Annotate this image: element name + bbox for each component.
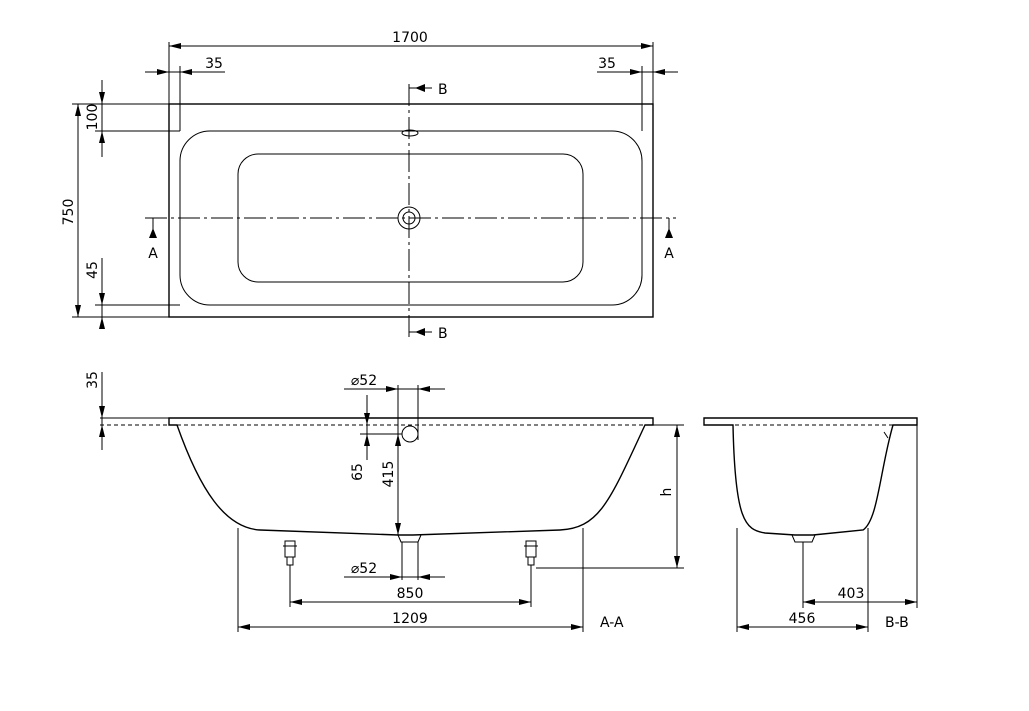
dim-415-arrow-t — [395, 434, 401, 446]
dim-456-arrow-l — [737, 624, 749, 630]
dim-100-arrow-t — [99, 92, 105, 104]
section-bb-label: B-B — [885, 615, 909, 631]
dim-section-b-offset: 403 — [838, 586, 865, 602]
dim-1209-arrow-r — [571, 624, 583, 630]
section-aa-label: A-A — [600, 615, 624, 631]
dim-end-wall: 100 — [85, 104, 101, 131]
dim-overflow-drop: 65 — [350, 463, 366, 481]
dim-1700-arrow-l — [169, 43, 181, 49]
dim-h-arrow-b — [674, 556, 680, 568]
foot-left — [283, 540, 297, 566]
dim-403-arrow-l — [803, 599, 815, 605]
dim-35-left-arrow-a — [157, 69, 169, 75]
dim-750-arrow-t — [75, 104, 81, 116]
dim-35-right-arrow-b — [653, 69, 665, 75]
tub-section-b-body — [703, 417, 918, 536]
section-b-bottom-arrow — [415, 328, 425, 336]
dim-overflow-diam-arrow-r — [418, 386, 430, 392]
dim-850-arrow-r — [519, 599, 531, 605]
dim-rim-height-arrow-t — [99, 406, 105, 418]
dim-waste-diam-arrow-l — [390, 574, 402, 580]
dim-overflow-to-waste: 415 — [381, 461, 397, 488]
section-a-left-label: A — [148, 246, 158, 262]
dim-850-arrow-l — [290, 599, 302, 605]
dim-feet-spacing: 850 — [397, 586, 424, 602]
dim-403-arrow-r — [905, 599, 917, 605]
section-a-right-label: A — [664, 246, 674, 262]
dim-750-arrow-b — [75, 305, 81, 317]
dim-h-arrow-t — [674, 425, 680, 437]
dim-rim-right: 35 — [598, 56, 616, 72]
dim-total-height: h — [659, 488, 675, 497]
section-a-left-arrow — [149, 228, 157, 238]
dim-side-wall: 45 — [85, 261, 101, 279]
dim-45-arrow-t — [99, 293, 105, 305]
dim-35-right-arrow-a — [630, 69, 642, 75]
overflow-hole — [401, 129, 419, 137]
tub-outer-rim — [168, 103, 654, 318]
dim-rim-height: 35 — [85, 371, 101, 389]
foot-right — [524, 540, 538, 566]
section-bb-view: 403 456 B-B — [703, 417, 918, 632]
dim-waste-diam-arrow-r — [418, 574, 430, 580]
overflow-outlet — [401, 425, 419, 443]
dim-415-arrow-b — [395, 523, 401, 535]
section-b-top-label: B — [438, 82, 448, 98]
section-b-waste — [791, 534, 816, 543]
section-b-bottom-label: B — [438, 326, 448, 342]
dim-overall-width: 750 — [61, 199, 77, 226]
dim-bottom-length: 1209 — [392, 611, 428, 627]
section-aa-view: 35 ⌀52 65 415 h ⌀52 850 — [85, 371, 684, 632]
dim-overflow-diameter: ⌀52 — [351, 373, 377, 389]
dim-456-arrow-r — [856, 624, 868, 630]
dim-overflow-diam-arrow-l — [386, 386, 398, 392]
dim-45-arrow-b — [99, 317, 105, 329]
dim-1209-arrow-l — [238, 624, 250, 630]
foot-right-body — [525, 540, 537, 558]
dim-100-arrow-b — [99, 131, 105, 143]
dim-section-b-bottom: 456 — [789, 611, 816, 627]
foot-left-body — [284, 540, 296, 558]
dim-overall-length: 1700 — [392, 30, 428, 46]
waste-outlet — [397, 534, 422, 543]
dim-35-left-arrow-b — [180, 69, 192, 75]
section-b-top-arrow — [415, 84, 425, 92]
dim-waste-diameter: ⌀52 — [351, 561, 377, 577]
foot-right-base — [527, 556, 535, 566]
dim-rim-left: 35 — [205, 56, 223, 72]
dim-1700-arrow-r — [641, 43, 653, 49]
dim-rim-height-arrow-b — [99, 425, 105, 437]
section-a-right-arrow — [665, 228, 673, 238]
foot-left-base — [286, 556, 294, 566]
dim-65-arrow-b — [364, 434, 370, 446]
dim-65-arrow-t — [364, 413, 370, 425]
tub-section-a-body — [168, 417, 654, 536]
section-b-rim-tick — [883, 431, 889, 439]
plan-view: A A B B 1700 35 35 750 — [61, 30, 678, 342]
